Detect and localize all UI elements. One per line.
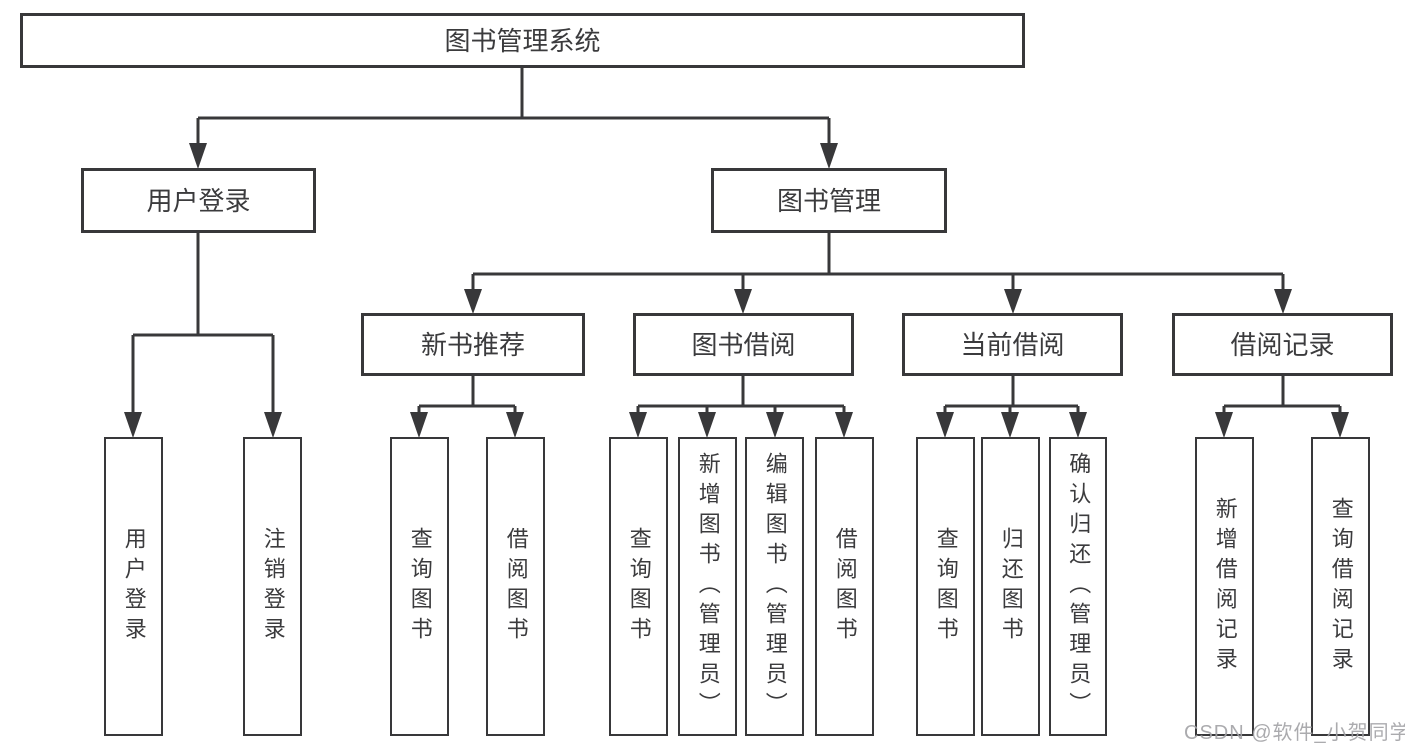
leaf-query-books-current-label: 查询图书 (933, 526, 959, 647)
node-new-book-recommend-label: 新书推荐 (420, 329, 525, 360)
leaf-edit-book-admin: 编辑图书（管理员） (745, 437, 804, 736)
leaf-logout: 注销登录 (243, 437, 302, 736)
node-book-borrow-label: 图书借阅 (691, 329, 796, 360)
node-current-borrow-label: 当前借阅 (960, 329, 1065, 360)
leaf-edit-book-admin-label: 编辑图书（管理员） (762, 451, 788, 722)
node-user-login-label: 用户登录 (146, 185, 251, 216)
leaf-add-borrow-record-label: 新增借阅记录 (1212, 496, 1238, 677)
csdn-watermark: CSDN @软件_小贺同学 (1184, 722, 1405, 744)
arrowheads (124, 143, 1349, 438)
connector-userlogin-to-leaves (131, 233, 275, 414)
node-borrow-records-label: 借阅记录 (1230, 329, 1335, 360)
node-book-borrow: 图书借阅 (633, 313, 854, 376)
connector-bookborrow-to-leaves (636, 376, 846, 414)
leaf-query-books-recommend-label: 查询图书 (407, 526, 433, 647)
leaf-query-books-recommend: 查询图书 (390, 437, 449, 736)
node-current-borrow: 当前借阅 (902, 313, 1123, 376)
leaf-add-borrow-record: 新增借阅记录 (1195, 437, 1254, 736)
node-new-book-recommend: 新书推荐 (361, 313, 585, 376)
leaf-borrow-books-recommend: 借阅图书 (486, 437, 545, 736)
node-borrow-records: 借阅记录 (1172, 313, 1393, 376)
leaf-return-books: 归还图书 (981, 437, 1040, 736)
connector-newbook-to-leaves (417, 376, 517, 414)
connector-root-to-level2 (196, 68, 831, 145)
leaf-user-login-label: 用户登录 (121, 526, 147, 647)
connector-currentborrow-to-leaves (943, 376, 1080, 414)
leaf-borrow-books: 借阅图书 (815, 437, 874, 736)
leaf-query-books-current: 查询图书 (916, 437, 975, 736)
leaf-user-login: 用户登录 (104, 437, 163, 736)
leaf-borrow-books-label: 借阅图书 (832, 526, 858, 647)
connector-bookmgmt-to-level3 (471, 233, 1285, 291)
leaf-query-books-borrow: 查询图书 (609, 437, 668, 736)
node-library-system-label: 图书管理系统 (444, 25, 601, 56)
leaf-return-books-label: 归还图书 (998, 526, 1024, 647)
leaf-add-book-admin-label: 新增图书（管理员） (695, 451, 721, 722)
node-book-management: 图书管理 (711, 168, 947, 233)
connector-borrowrecords-to-leaves (1222, 376, 1342, 414)
leaf-confirm-return-admin-label: 确认归还（管理员） (1066, 451, 1092, 722)
leaf-query-borrow-record: 查询借阅记录 (1311, 437, 1370, 736)
node-user-login: 用户登录 (81, 168, 316, 233)
leaf-borrow-books-recommend-label: 借阅图书 (503, 526, 529, 647)
leaf-logout-label: 注销登录 (260, 526, 286, 647)
node-library-system: 图书管理系统 (20, 13, 1025, 68)
leaf-add-book-admin: 新增图书（管理员） (678, 437, 737, 736)
node-book-management-label: 图书管理 (776, 185, 881, 216)
leaf-query-books-borrow-label: 查询图书 (626, 526, 652, 647)
leaf-confirm-return-admin: 确认归还（管理员） (1049, 437, 1107, 736)
leaf-query-borrow-record-label: 查询借阅记录 (1328, 496, 1354, 677)
